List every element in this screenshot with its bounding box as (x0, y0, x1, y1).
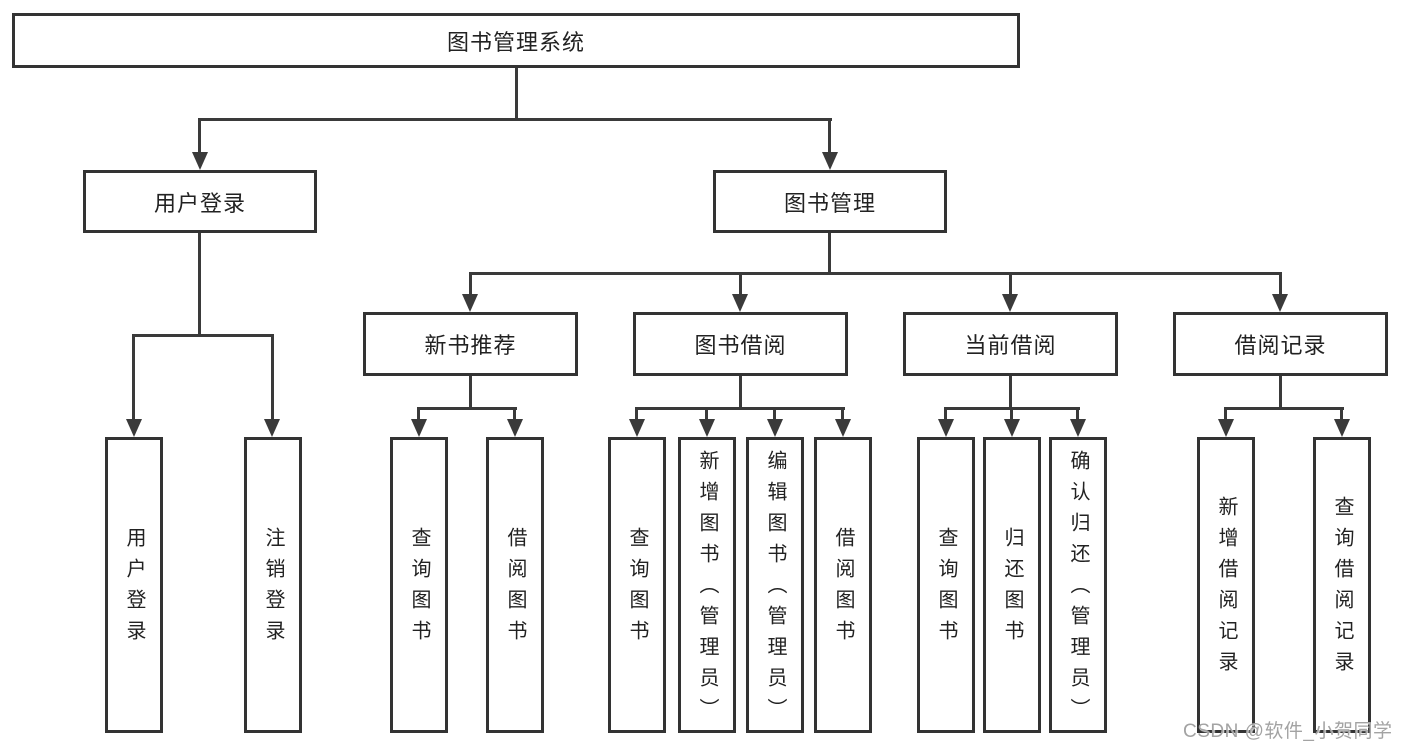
connector-to-user-login (198, 118, 201, 154)
arrow-down-icon (822, 152, 838, 170)
leaf-logout: 注销登录 (244, 437, 302, 733)
connector-user-login-stem (198, 233, 201, 336)
arrow-down-icon (126, 419, 142, 437)
connector-leaf (773, 407, 776, 421)
connector-to-borrow-record (1279, 272, 1282, 296)
arrow-down-icon (1002, 294, 1018, 312)
leaf-borrow-books-1: 借阅图书 (486, 437, 544, 733)
node-user-login-branch: 用户登录 (83, 170, 317, 233)
leaf-query-books-3: 查询图书 (917, 437, 975, 733)
arrow-down-icon (767, 419, 783, 437)
arrow-down-icon (699, 419, 715, 437)
connector-leaf (635, 407, 638, 421)
connector-book-borrow-stem (739, 376, 742, 409)
csdn-watermark: CSDN @软件_小贺同学 (1183, 721, 1393, 742)
leaf-user-login: 用户登录 (105, 437, 163, 733)
leaf-query-books-1: 查询图书 (390, 437, 448, 733)
node-current-borrowing: 当前借阅 (903, 312, 1118, 376)
connector-book-management-stem (828, 233, 831, 275)
connector-to-book-management (828, 118, 831, 154)
arrow-down-icon (938, 419, 954, 437)
node-library-management-system: 图书管理系统 (12, 13, 1020, 68)
node-borrowing-records: 借阅记录 (1173, 312, 1388, 376)
connector-to-logout-leaf (271, 334, 274, 420)
connector-leaf (417, 407, 420, 421)
arrow-down-icon (835, 419, 851, 437)
arrow-down-icon (1334, 419, 1350, 437)
connector-user-login-rail (133, 334, 274, 337)
arrow-down-icon (629, 419, 645, 437)
node-book-borrowing: 图书借阅 (633, 312, 848, 376)
leaf-return-books: 归还图书 (983, 437, 1041, 733)
connector-level3-rail (469, 272, 1282, 275)
connector-leaf (1076, 407, 1079, 421)
connector-to-new-book (469, 272, 472, 296)
node-book-management: 图书管理 (713, 170, 947, 233)
leaf-add-borrow-record: 新增借阅记录 (1197, 437, 1255, 733)
connector-leaf (944, 407, 947, 421)
connector-leaf (1224, 407, 1227, 421)
arrow-down-icon (264, 419, 280, 437)
arrow-down-icon (1070, 419, 1086, 437)
connector-leaf (1010, 407, 1013, 421)
arrow-down-icon (1004, 419, 1020, 437)
leaf-query-borrow-record: 查询借阅记录 (1313, 437, 1371, 733)
leaf-edit-books-admin: 编辑图书（管理员） (746, 437, 804, 733)
connector-leaf (1340, 407, 1343, 421)
connector-leaf (841, 407, 844, 421)
arrow-down-icon (462, 294, 478, 312)
node-new-book-recommend: 新书推荐 (363, 312, 578, 376)
connector-root-stem (515, 68, 518, 120)
arrow-down-icon (732, 294, 748, 312)
connector-to-current-borrow (1009, 272, 1012, 296)
connector-leaf (513, 407, 516, 421)
arrow-down-icon (1218, 419, 1234, 437)
connector-borrow-record-stem (1279, 376, 1282, 409)
arrow-down-icon (1272, 294, 1288, 312)
leaf-confirm-return-admin: 确认归还（管理员） (1049, 437, 1107, 733)
leaf-borrow-books-2: 借阅图书 (814, 437, 872, 733)
connector-book-borrow-rail (636, 407, 845, 410)
connector-to-book-borrow (739, 272, 742, 296)
connector-current-borrow-stem (1009, 376, 1012, 409)
arrow-down-icon (192, 152, 208, 170)
arrow-down-icon (411, 419, 427, 437)
connector-leaf (705, 407, 708, 421)
leaf-query-books-2: 查询图书 (608, 437, 666, 733)
leaf-add-books-admin: 新增图书（管理员） (678, 437, 736, 733)
connector-to-login-leaf (132, 334, 135, 420)
connector-borrow-record-rail (1225, 407, 1344, 410)
arrow-down-icon (507, 419, 523, 437)
connector-new-book-stem (469, 376, 472, 409)
connector-level2-rail (198, 118, 832, 121)
connector-new-book-rail (418, 407, 517, 410)
